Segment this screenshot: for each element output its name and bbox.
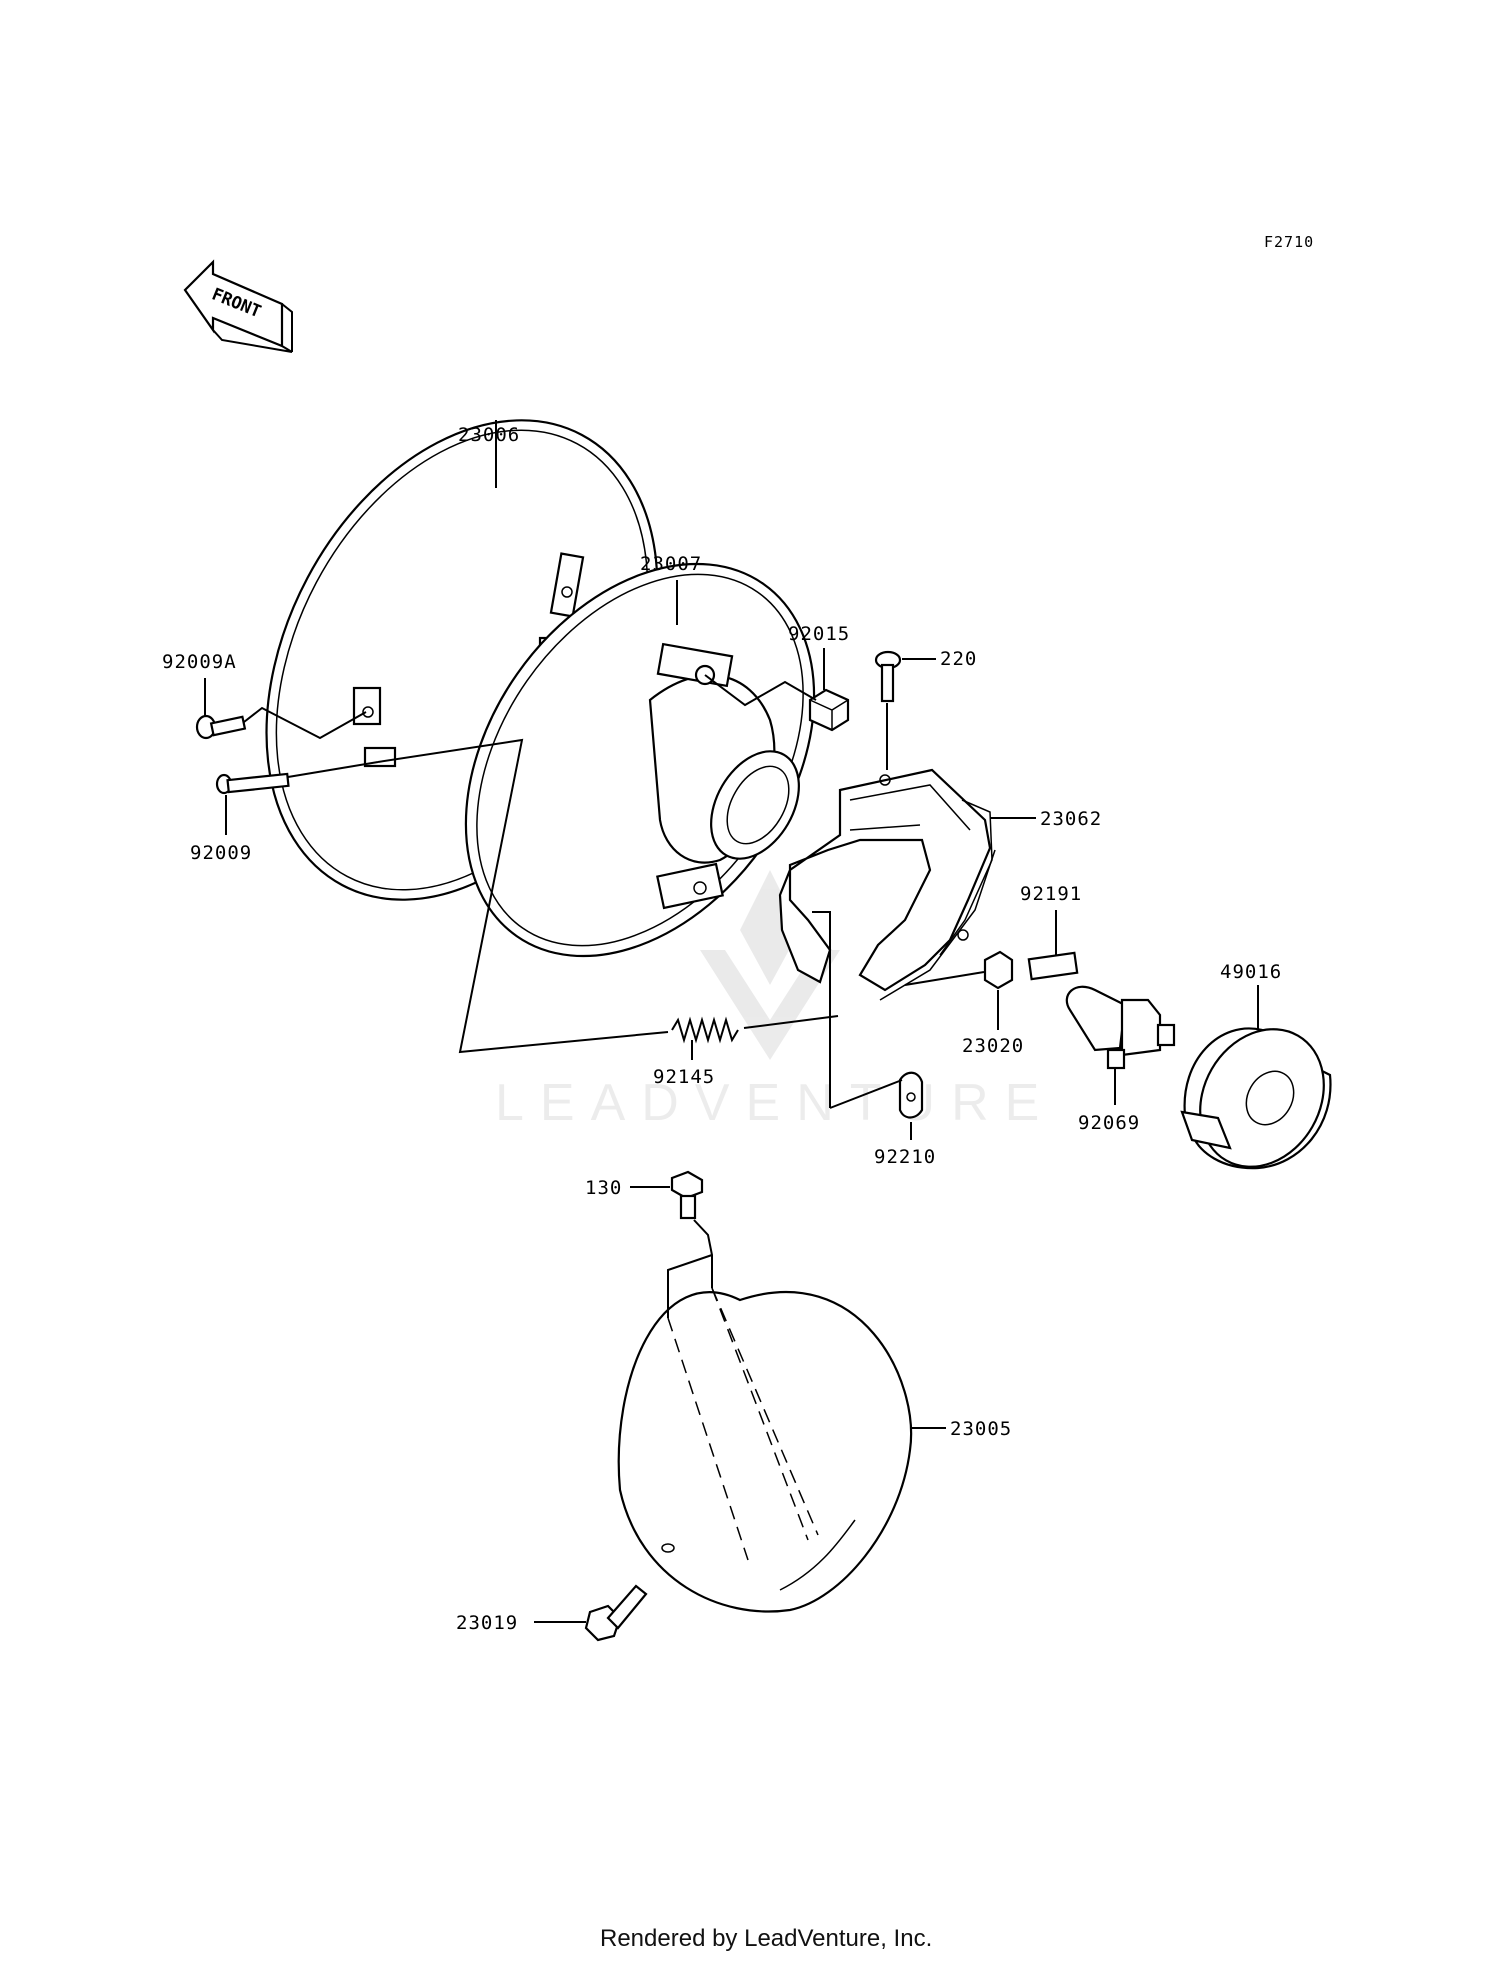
label-92069: 92069	[1078, 1112, 1140, 1134]
pin-92191	[1027, 951, 1079, 981]
nut-23020	[983, 950, 1014, 990]
label-92210: 92210	[874, 1146, 936, 1168]
leadventure-watermark	[700, 870, 840, 1060]
label-23019: 23019	[456, 1612, 518, 1634]
diagram-code: F2710	[1264, 233, 1314, 251]
bolt-130	[670, 1170, 704, 1220]
label-49016: 49016	[1220, 961, 1282, 983]
spring-92145	[671, 1016, 739, 1044]
label-92009: 92009	[190, 842, 252, 864]
headlight-housing-23005	[617, 1291, 913, 1613]
dust-cover-49016	[1180, 1027, 1332, 1170]
footer-credit: Rendered by LeadVenture, Inc.	[600, 1925, 932, 1952]
bulb-92069	[1065, 985, 1176, 1070]
label-23007: 23007	[640, 553, 702, 575]
label-220: 220	[940, 648, 977, 670]
label-92015: 92015	[788, 623, 850, 645]
label-23020: 23020	[962, 1035, 1024, 1057]
label-130: 130	[585, 1177, 622, 1199]
watermark-text: LEADVENTURE	[495, 1074, 1055, 1132]
screw-220	[874, 650, 902, 703]
screw-92009A	[195, 714, 247, 740]
label-23005: 23005	[950, 1418, 1012, 1440]
mounting-bracket-23062	[778, 768, 996, 1001]
long-screw-92009	[215, 772, 290, 795]
headlight-unit-23007	[464, 562, 816, 958]
label-23062: 23062	[1040, 808, 1102, 830]
front-arrow-icon: FRONT	[183, 259, 293, 353]
label-92009A: 92009A	[162, 651, 237, 673]
label-23006: 23006	[458, 424, 520, 446]
label-92145: 92145	[653, 1066, 715, 1088]
screw-23019	[584, 1584, 648, 1642]
plate-92210	[898, 1071, 924, 1119]
label-92191: 92191	[1020, 883, 1082, 905]
nut-92015	[808, 688, 850, 732]
